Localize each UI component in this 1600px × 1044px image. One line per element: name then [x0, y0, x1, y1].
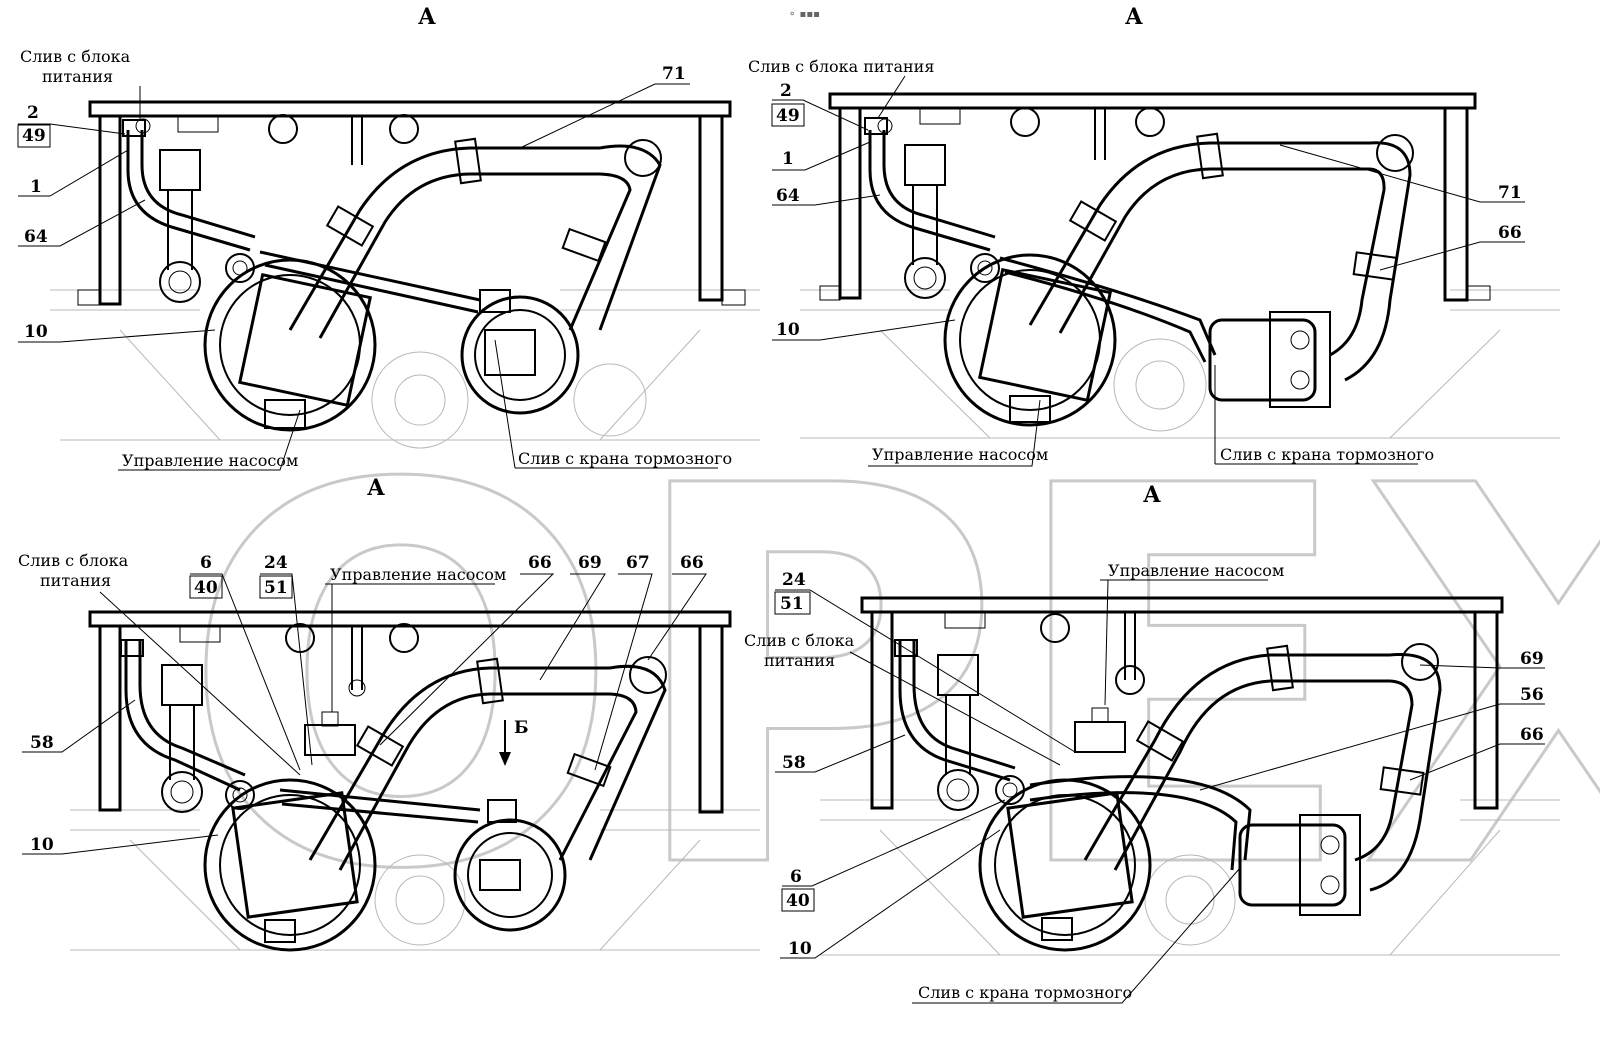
- callout-40: 40: [786, 891, 810, 911]
- suction-pipe: [288, 137, 662, 339]
- label-pump-control: Управление насосом: [122, 451, 298, 470]
- arrow-label: Б: [514, 718, 529, 738]
- label-drain-power-2: питания: [764, 651, 835, 670]
- callout-1: 1: [30, 177, 42, 197]
- label-drain-power-1: Слив с блока: [20, 47, 131, 66]
- small-mark: ⚬ ▪▪▪: [788, 9, 820, 20]
- brake-valve: [259, 250, 580, 415]
- label-pump-control: Управление насосом: [330, 565, 506, 584]
- drain-pipe: [120, 639, 246, 792]
- callout-10: 10: [24, 322, 48, 342]
- suction-pipe: [308, 656, 667, 871]
- callout-49: 49: [22, 126, 46, 146]
- view-label: А: [418, 4, 436, 30]
- callouts: Слив с блока питания 2 49 1 64 10 71 66 …: [748, 57, 1525, 467]
- view-label: А: [367, 475, 385, 501]
- callout-56: 56: [1520, 685, 1544, 705]
- callout-66a: 66: [528, 553, 552, 573]
- callout-6: 6: [200, 553, 212, 573]
- callout-69: 69: [578, 553, 602, 573]
- frame-background: [50, 289, 760, 449]
- callout-69: 69: [1520, 649, 1544, 669]
- filter-cylinder: [904, 144, 946, 299]
- label-drain-power-2: питания: [42, 67, 113, 86]
- callout-67: 67: [626, 553, 650, 573]
- filter-cylinder: [937, 654, 979, 811]
- label-pump-control: Управление насосом: [872, 445, 1048, 464]
- callouts: Слив с блока питания 6 40 24 51 Управлен…: [18, 551, 707, 855]
- panel-top-right: А: [748, 4, 1560, 467]
- label-drain-power: Слив с блока питания: [748, 57, 934, 76]
- callout-24: 24: [264, 553, 288, 573]
- callout-64: 64: [776, 186, 800, 206]
- pump-body: [203, 253, 377, 432]
- callout-58: 58: [30, 733, 54, 753]
- callout-2: 2: [27, 103, 39, 123]
- suction-pipe: [1083, 643, 1442, 892]
- filter-cylinder: [159, 149, 201, 303]
- brake-valve: [999, 256, 1331, 408]
- view-label: А: [1143, 482, 1161, 508]
- callout-10: 10: [776, 320, 800, 340]
- callout-10: 10: [30, 835, 54, 855]
- pump-body: [203, 711, 377, 952]
- panel-top-left: А: [17, 4, 760, 471]
- label-brake-drain: Слив с крана тормозного: [918, 983, 1132, 1002]
- callout-66b: 66: [680, 553, 704, 573]
- callout-6: 6: [790, 867, 802, 887]
- label-drain-power-1: Слив с блока: [18, 551, 129, 570]
- frame-top: [819, 92, 1491, 302]
- drain-pipe: [122, 118, 256, 252]
- callout-24: 24: [782, 570, 806, 590]
- panel-bottom-right: А: [744, 482, 1560, 1004]
- callout-2: 2: [780, 81, 792, 101]
- brake-valve: [279, 788, 567, 932]
- label-pump-control: Управление насосом: [1108, 561, 1284, 580]
- callout-49: 49: [776, 106, 800, 126]
- callout-51: 51: [780, 594, 804, 614]
- callouts: Слив с блока питания 2 49 1 64 10 71 Упр…: [17, 47, 732, 471]
- brake-valve: [1029, 775, 1361, 916]
- frame-top: [88, 610, 732, 814]
- callout-66: 66: [1520, 725, 1544, 745]
- callout-1: 1: [782, 149, 794, 169]
- callout-66: 66: [1498, 223, 1522, 243]
- label-drain-power-2: питания: [40, 571, 111, 590]
- drain-pipe: [894, 639, 1016, 782]
- frame-top: [860, 596, 1504, 810]
- frame-top: [77, 100, 746, 306]
- label-brake-drain: Слив с крана тормозного: [518, 449, 732, 468]
- callout-71: 71: [1498, 183, 1522, 203]
- callout-51: 51: [264, 578, 288, 598]
- callout-40: 40: [194, 578, 218, 598]
- callout-58: 58: [782, 753, 806, 773]
- frame-background: [800, 289, 1560, 439]
- view-arrow-b: Б: [499, 718, 529, 766]
- label-drain-power-1: Слив с блока: [744, 631, 855, 650]
- callout-71: 71: [662, 64, 686, 84]
- view-label: А: [1125, 4, 1143, 30]
- callouts: 24 51 Управление насосом Слив с блока пи…: [744, 561, 1545, 1004]
- panel-bottom-left: А: [18, 475, 760, 952]
- label-brake-drain: Слив с крана тормозного: [1220, 445, 1434, 464]
- filter-cylinder: [161, 664, 203, 813]
- suction-pipe: [1028, 132, 1414, 382]
- frame-background: [70, 809, 760, 951]
- frame-background: [820, 799, 1560, 956]
- callout-10: 10: [788, 939, 812, 959]
- callout-64: 64: [24, 227, 48, 247]
